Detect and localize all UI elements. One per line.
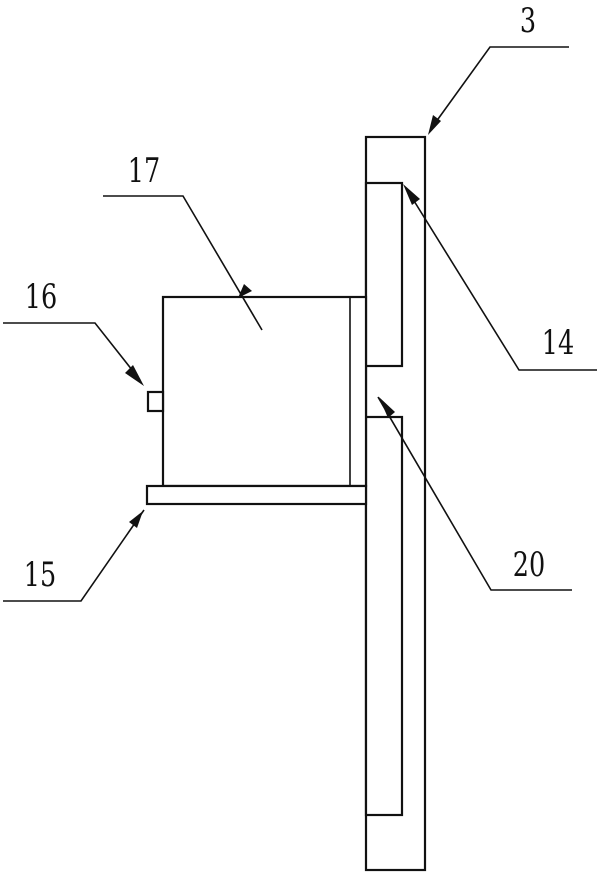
arrowhead-17: [238, 284, 252, 298]
arrowhead-14: [403, 184, 420, 205]
arrowhead-3: [428, 115, 441, 135]
box: [161, 295, 368, 488]
leader-line-17: [103, 195, 263, 331]
knob: [146, 390, 165, 413]
label-20: 20: [513, 545, 545, 585]
leader-line-20: [377, 396, 572, 591]
label-14: 14: [542, 323, 574, 363]
label-15: 15: [24, 555, 56, 595]
arrowhead-20: [379, 397, 395, 418]
arrowhead-16: [125, 365, 144, 386]
label-17: 17: [128, 151, 160, 191]
label-16: 16: [25, 277, 57, 317]
leader-line-15: [3, 509, 145, 602]
arrowhead-15: [129, 511, 143, 528]
upper-inner-slot: [364, 181, 404, 368]
leader-line-14: [405, 187, 597, 371]
leader-line-16: [3, 322, 141, 381]
leader-line-3: [432, 46, 569, 127]
lower-inner-slot: [364, 415, 404, 817]
bracket: [145, 484, 368, 506]
label-3: 3: [520, 1, 536, 41]
